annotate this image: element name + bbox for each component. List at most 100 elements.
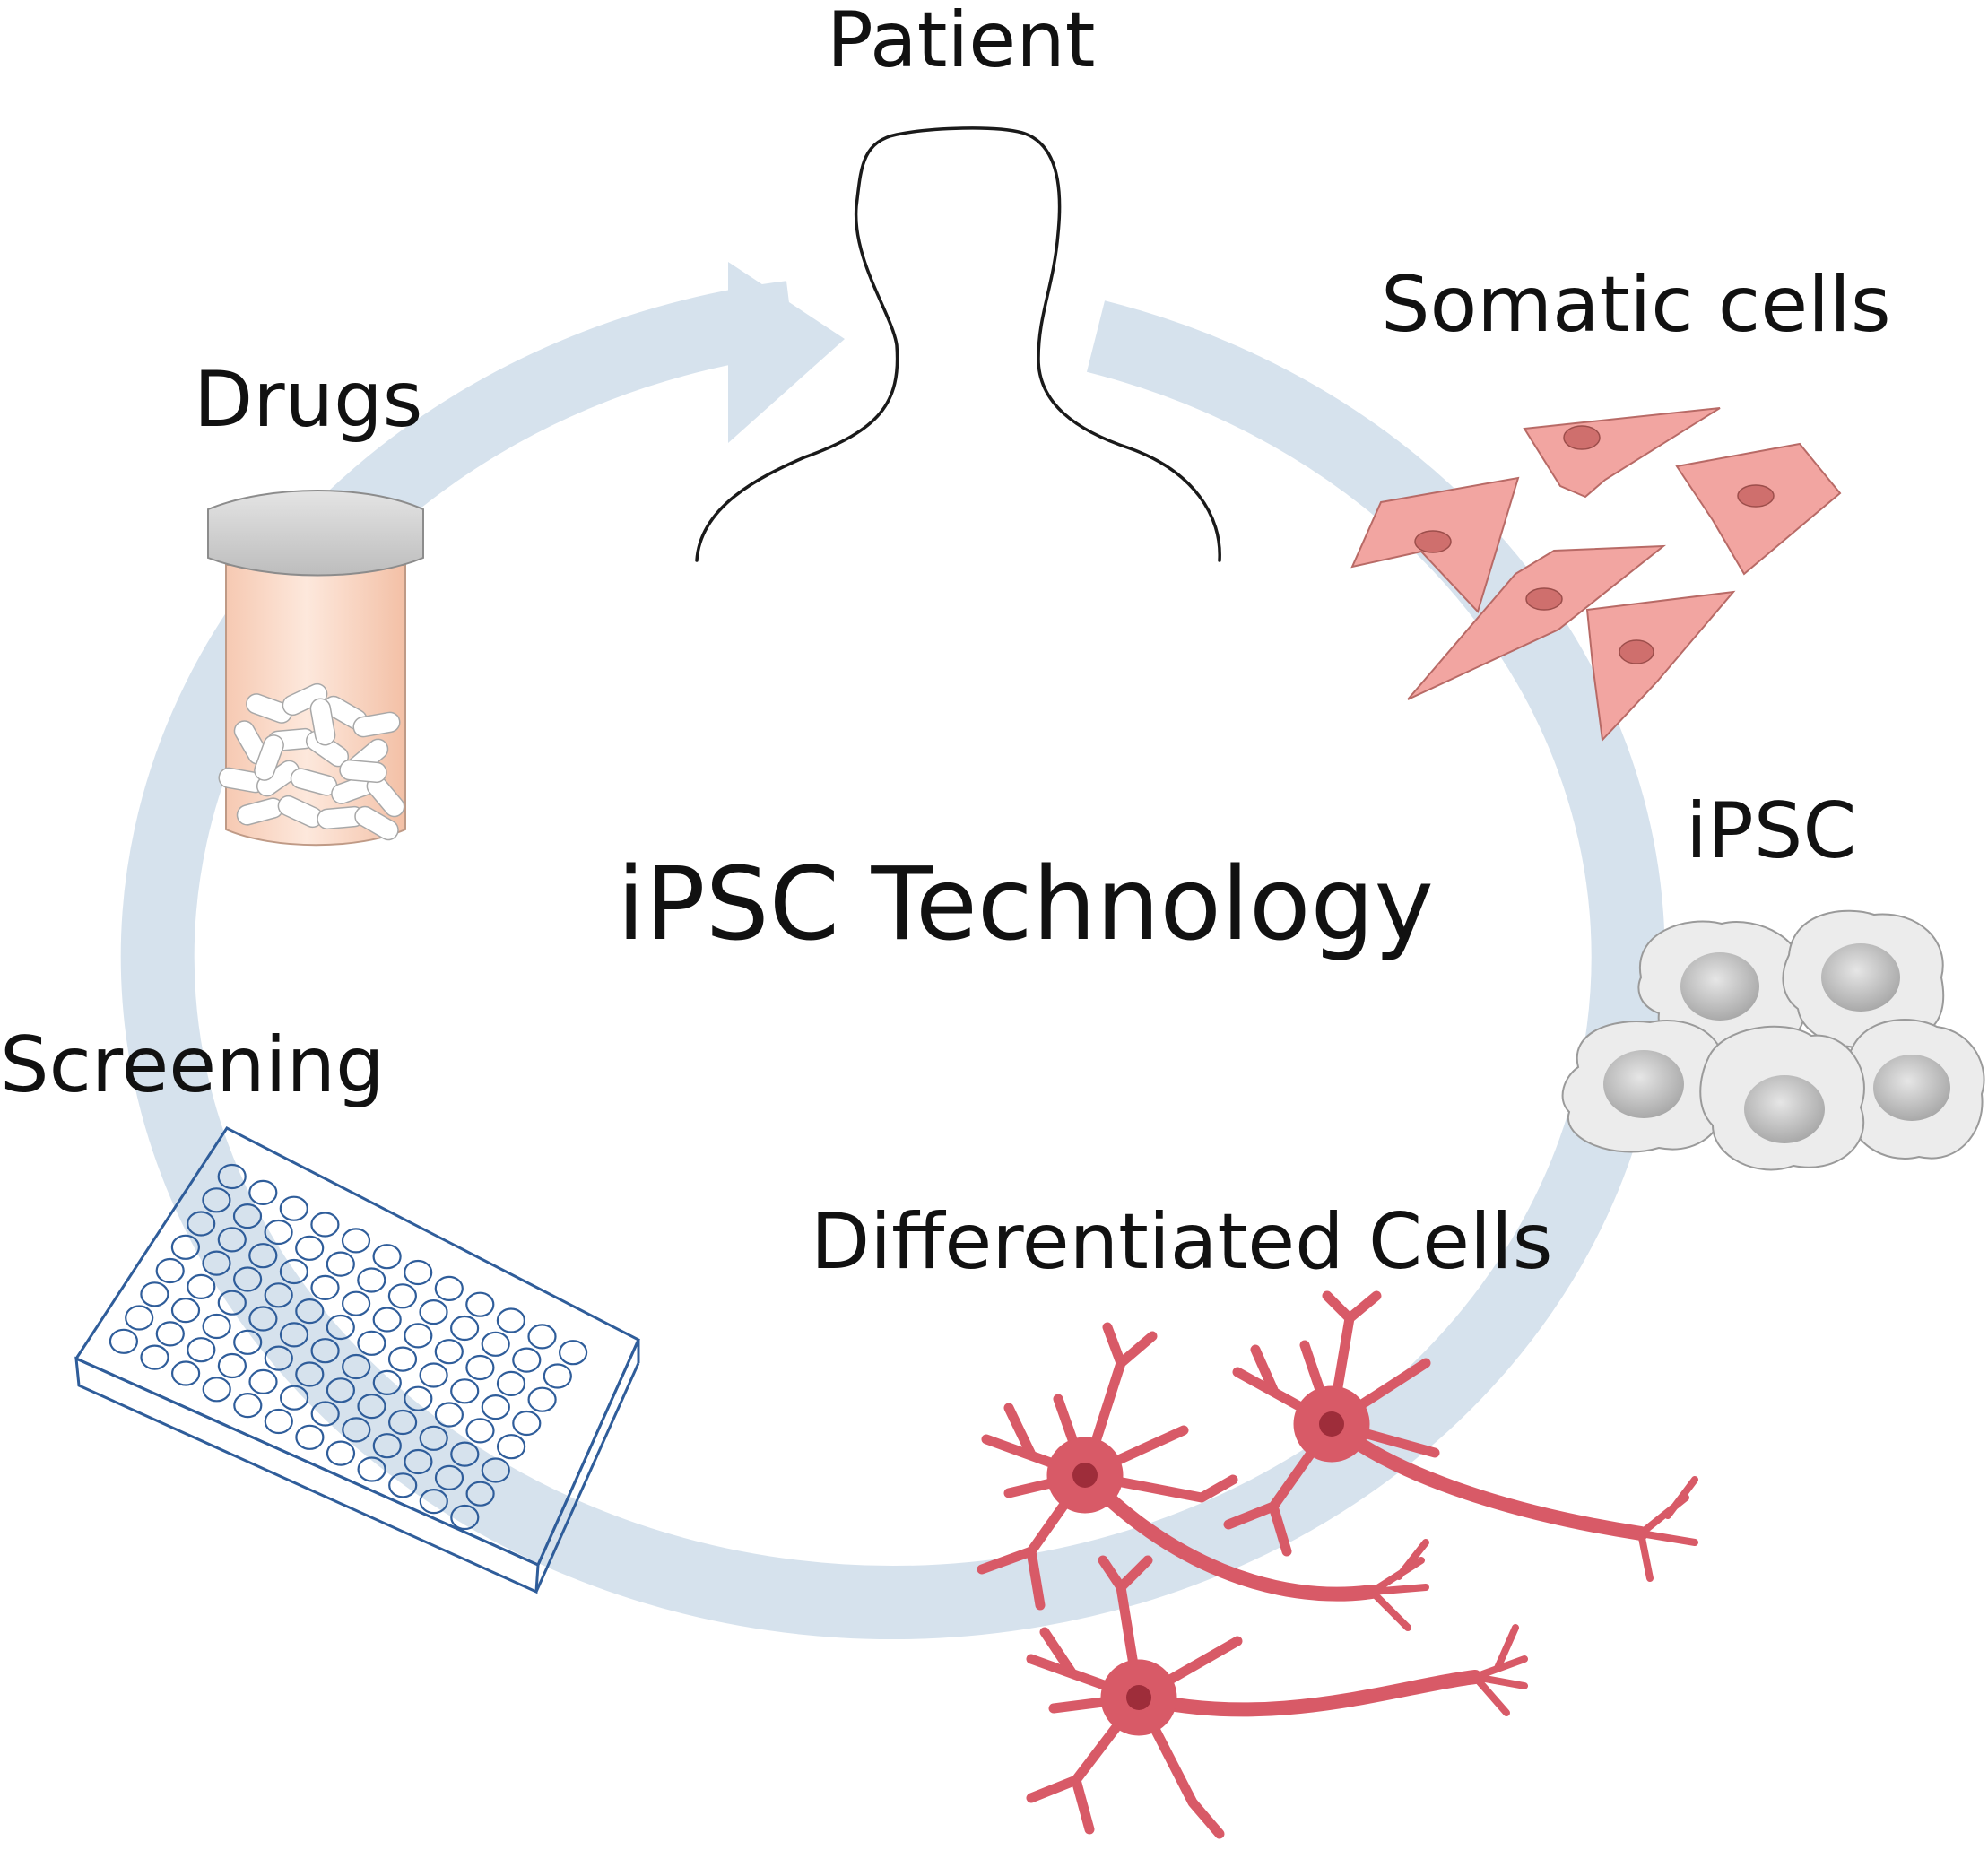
pill — [352, 711, 401, 738]
well — [481, 1457, 510, 1483]
well — [140, 1281, 169, 1307]
well — [125, 1305, 154, 1331]
pill — [339, 759, 387, 784]
well — [248, 1179, 278, 1206]
pill — [354, 805, 399, 841]
well — [264, 1282, 293, 1308]
well — [496, 1434, 526, 1460]
somatic-cell-icon — [1523, 407, 1721, 499]
well — [310, 1212, 340, 1238]
well — [357, 1456, 386, 1482]
well — [450, 1441, 480, 1467]
well — [217, 1227, 247, 1253]
well — [279, 1195, 308, 1221]
well — [202, 1187, 231, 1213]
well — [450, 1504, 480, 1531]
well — [419, 1488, 448, 1515]
well — [217, 1163, 247, 1190]
somatic-cell-icon — [1675, 442, 1842, 576]
drugs-label: Drugs — [194, 355, 423, 445]
well — [155, 1321, 185, 1347]
well — [279, 1258, 308, 1285]
well — [233, 1266, 263, 1292]
well — [450, 1378, 480, 1404]
well — [202, 1377, 231, 1403]
well — [264, 1345, 293, 1371]
somatic-cell-icon — [1585, 590, 1736, 743]
well — [387, 1346, 418, 1372]
differentiated-cells-group — [977, 1290, 1698, 1839]
well — [202, 1250, 231, 1276]
well — [404, 1385, 433, 1411]
well — [170, 1234, 200, 1260]
ipsc-cell-icon — [1561, 1020, 1726, 1153]
well — [310, 1338, 340, 1364]
well — [527, 1324, 557, 1350]
well — [404, 1259, 433, 1286]
well — [310, 1274, 340, 1301]
well — [279, 1322, 309, 1348]
well — [465, 1354, 495, 1381]
well — [280, 1385, 309, 1411]
well — [326, 1440, 356, 1466]
screening-label: Screening — [0, 1021, 385, 1110]
well — [170, 1297, 201, 1324]
well — [372, 1369, 402, 1396]
well — [295, 1361, 325, 1387]
well — [512, 1347, 542, 1373]
differentiated-cells-label: Differentiated Cells — [811, 1197, 1553, 1287]
pill — [282, 682, 328, 717]
diagram-title: iPSC Technology — [617, 847, 1434, 963]
well — [481, 1331, 510, 1357]
well — [341, 1228, 371, 1254]
well — [187, 1337, 216, 1363]
pill — [254, 734, 284, 781]
well — [109, 1328, 138, 1354]
well — [310, 1401, 340, 1427]
somatic-cell-icon — [1407, 544, 1667, 700]
well — [326, 1314, 355, 1341]
well — [248, 1243, 278, 1269]
well — [434, 1339, 464, 1365]
well — [357, 1393, 386, 1420]
well — [512, 1410, 542, 1437]
well — [387, 1283, 417, 1309]
well — [372, 1244, 402, 1270]
well — [372, 1433, 402, 1459]
well — [342, 1417, 371, 1443]
well — [465, 1418, 495, 1444]
well — [372, 1307, 402, 1333]
well — [140, 1344, 169, 1370]
well — [434, 1275, 464, 1302]
well — [233, 1392, 263, 1419]
well — [434, 1402, 464, 1428]
well — [434, 1464, 464, 1491]
well — [326, 1377, 355, 1403]
neuron-icon — [1223, 1290, 1698, 1582]
well — [187, 1273, 216, 1300]
well — [357, 1267, 386, 1293]
well — [264, 1219, 293, 1246]
somatic-cells-label: Somatic cells — [1381, 260, 1891, 350]
somatic-cells-group — [1350, 407, 1842, 743]
well — [419, 1362, 448, 1388]
well — [496, 1370, 526, 1397]
ipsc-cell-icon — [1782, 909, 1945, 1048]
well — [404, 1323, 433, 1349]
neuron-icon — [1026, 1555, 1528, 1839]
pill — [309, 698, 336, 746]
well — [404, 1448, 433, 1475]
well — [264, 1408, 293, 1435]
well-plate-icon — [74, 1126, 640, 1594]
patient-label: Patient — [827, 0, 1096, 85]
well — [217, 1352, 247, 1379]
well — [326, 1251, 355, 1277]
well — [233, 1329, 263, 1355]
well — [496, 1307, 526, 1333]
well — [465, 1481, 495, 1507]
well — [481, 1394, 510, 1420]
well — [202, 1313, 231, 1340]
well — [342, 1353, 371, 1380]
